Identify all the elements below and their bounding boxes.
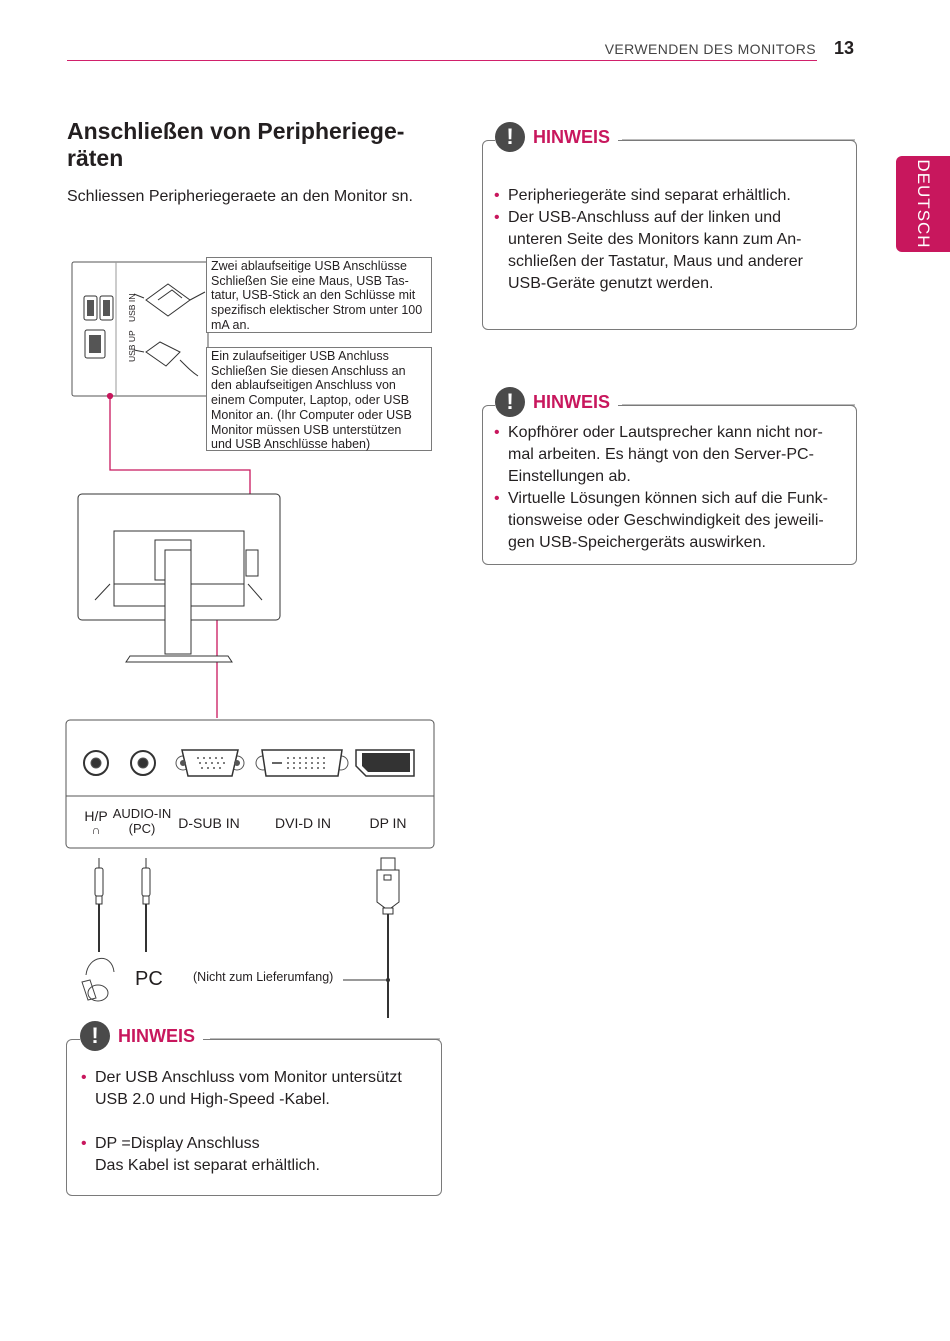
note-line: mal arbeiten. Es hängt von den Server-PC… [508,446,814,463]
callout-line: mA an. [211,317,250,332]
language-tab: DEUTSCH [896,156,950,252]
headphone-icon: ∩ [91,823,101,837]
running-header: VERWENDEN DES MONITORS [604,41,816,57]
note-line: Das Kabel ist separat erhältlich. [95,1157,320,1174]
note-line: Der USB-Anschluss auf der linken und [508,209,782,226]
note-line: DP =Display Anschluss [95,1135,260,1152]
note-line: USB-Geräte genutzt werden. [508,275,714,292]
note-list-2: Kopfhörer oder Lautsprecher kann nicht n… [494,422,849,554]
usb-up-label: USB UP [127,330,137,362]
port-label-dsub: D-SUB IN [178,815,240,831]
intro-text: Schliessen Peripheriegeraete an den Moni… [67,188,413,205]
warning-icon: ! [80,1021,110,1051]
note-item: Virtuelle Lösungen können sich auf die F… [494,488,849,554]
page-number: 13 [834,38,855,58]
note-heading-2: ! HINWEIS [495,387,619,417]
note-heading-1: ! HINWEIS [495,122,619,152]
note-heading-label: HINWEIS [118,1025,196,1046]
port-label-dp: DP IN [369,815,407,831]
callout-line: Zwei ablaufseitige USB Anschlüsse [211,259,407,273]
note-heading-label: HINWEIS [533,126,611,147]
callout-line: den ablaufseitigen Anschluss von [211,378,396,393]
note-line: USB 2.0 und High-Speed -Kabel. [95,1091,330,1108]
note-item: Der USB-Anschluss auf der linken und unt… [494,207,849,295]
note-item: Kopfhörer oder Lautsprecher kann nicht n… [494,422,849,488]
callout-downstream-usb: Zwei ablaufseitige USB Anschlüsse Schlie… [206,257,432,333]
usb-in-label: USB IN [127,294,137,322]
note-heading-label: HINWEIS [533,391,611,412]
note-list-3: Der USB Anschluss vom Monitor untersützt… [81,1067,436,1177]
callout-line: Schließen Sie eine Maus, USB Tas- [211,273,409,288]
headphone-drawing [81,957,115,1002]
callout-line: einem Computer, Laptop, oder USB [211,393,410,408]
note-line: unteren Seite des Monitors kann zum An- [508,231,802,248]
note-line: Der USB Anschluss vom Monitor untersützt [95,1069,402,1086]
audio-cables [94,858,151,952]
not-included-label: (Nicht zum Lieferumfang) [193,970,334,984]
note-line: schließen der Tastatur, Maus und anderer [508,253,803,270]
note-line: Kopfhörer oder Lautsprecher kann nicht n… [508,424,823,441]
callout-line: Schließen Sie diesen Anschluss an [211,363,406,378]
callout-upstream-usb: Ein zulaufseitiger USB Anchluss Schließe… [206,347,432,451]
callout-line: spezifisch elektischer Strom unter 100 [211,303,423,318]
port-label-dvid: DVI-D IN [275,815,331,831]
warning-icon: ! [495,122,525,152]
page-title: Anschließen von Peripheriege- räten [67,118,447,172]
note-item: Peripheriegeräte sind separat erhältlich… [494,185,849,207]
usb-side-panel [71,261,209,397]
pc-label: PC [135,968,163,990]
note-line: Einstellungen ab. [508,468,631,485]
port-label-hp-text: H/P [84,808,108,824]
port-pins [197,757,325,769]
port-label-audio-in-line-2: (PC) [128,821,156,836]
port-label-hp: H/P ∩ [78,808,114,836]
callout-line: und USB Anschlüsse haben) [211,437,371,452]
callout-line: Ein zulaufseitiger USB Anchluss [211,349,389,363]
note-line: Virtuelle Lösungen können sich auf die F… [508,490,828,507]
note-item: DP =Display Anschluss Das Kabel ist sepa… [81,1133,436,1177]
port-label-audio-in-line-1: AUDIO-IN [112,806,172,821]
warning-icon: ! [495,387,525,417]
dp-cable [343,857,400,1018]
callout-line: tatur, USB-Stick an den Schlüsse mit [211,288,416,303]
note-heading-3: ! HINWEIS [80,1021,204,1051]
callout-line: Monitor an. (Ihr Computer oder USB [211,407,412,422]
note-list-1: Peripheriegeräte sind separat erhältlich… [494,185,849,295]
callout-line: Monitor müssen USB unterstützen [211,422,402,437]
page-title-line-2: räten [67,145,124,171]
note-line: Peripheriegeräte sind separat erhältlich… [508,187,791,204]
note-line: tionsweise oder Geschwindigkeit des jewe… [508,512,824,529]
page-title-line-1: Anschließen von Peripheriege- [67,118,405,144]
note-item: Der USB Anschluss vom Monitor untersützt… [81,1067,436,1111]
port-panel [65,719,435,849]
note-line: gen USB-Speichergeräts auswirken. [508,534,766,551]
port-label-audio-in: AUDIO-IN (PC) [112,806,172,836]
monitor-back [77,493,281,663]
header-rule [67,60,817,61]
